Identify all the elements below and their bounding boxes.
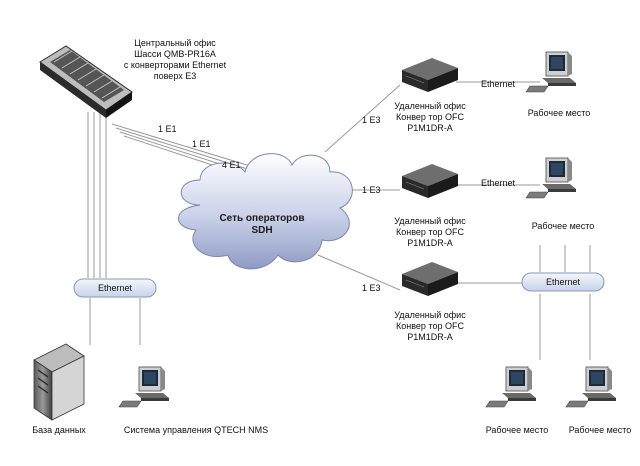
central-office-label: Центральный офис Шасси QMB-PR16A с конве… (124, 38, 227, 81)
ethernet-label-top: Ethernet (481, 79, 516, 89)
ethernet-label-mid: Ethernet (481, 178, 516, 188)
converter-mid (401, 163, 459, 199)
ethernet-bus-right-label: Ethernet (546, 277, 581, 287)
converter-bottom (401, 261, 459, 297)
link-label-e3-bottom: 1 E3 (362, 283, 381, 293)
central-office-chassis (39, 45, 133, 118)
database-label: База данных (32, 425, 86, 435)
svg-text:Конвер тор OFC: Конвер тор OFC (396, 227, 464, 237)
remote-office-label-mid: Удаленный офис Конвер тор OFC P1M1DR-A (394, 216, 466, 248)
workstation-bottom-left (485, 366, 537, 408)
workstation-mid-label: Рабочее место (532, 221, 595, 231)
link-label-e1-a: 1 E1 (158, 124, 177, 134)
remote-office-label-top: Удаленный офис Конвер тор OFC P1M1DR-A (394, 101, 466, 133)
cloud-label-2: SDH (251, 225, 272, 236)
converter-top (401, 57, 459, 93)
nms-label: Система управления QTECH NMS (124, 425, 268, 435)
workstation-top (525, 51, 577, 93)
database-server-icon (33, 343, 85, 421)
svg-text:Шасси QMB-PR16A: Шасси QMB-PR16A (134, 49, 216, 59)
svg-text:с конверторами Ethernet: с конверторами Ethernet (124, 60, 227, 70)
svg-text:P1M1DR-A: P1M1DR-A (407, 332, 453, 342)
link-label-e3-mid: 1 E3 (362, 185, 381, 195)
svg-text:Конвер тор OFC: Конвер тор OFC (396, 321, 464, 331)
workstation-bottom-right-label: Рабочее место (569, 425, 632, 435)
svg-text:Центральный офис: Центральный офис (134, 38, 216, 48)
cloud-label-1: Сеть операторов (219, 213, 304, 224)
sdh-cloud (178, 153, 353, 270)
ethernet-bus-left (73, 278, 157, 298)
svg-text:Удаленный офис: Удаленный офис (394, 101, 466, 111)
ethernet-bus-left-label: Ethernet (98, 283, 133, 293)
nms-workstation (118, 366, 170, 408)
svg-text:Удаленный офис: Удаленный офис (394, 216, 466, 226)
svg-text:P1M1DR-A: P1M1DR-A (407, 123, 453, 133)
ethernet-bus-right (521, 272, 605, 292)
link-label-e1-c: 4 E1 (222, 160, 241, 170)
link-label-e1-b: 1 E1 (192, 139, 211, 149)
svg-text:Конвер тор OFC: Конвер тор OFC (396, 112, 464, 122)
workstation-bottom-right (565, 366, 617, 408)
workstation-top-label: Рабочее место (528, 108, 591, 118)
workstation-mid (525, 157, 577, 199)
workstation-bottom-left-label: Рабочее место (486, 425, 549, 435)
svg-text:P1M1DR-A: P1M1DR-A (407, 238, 453, 248)
svg-text:поверх E3: поверх E3 (154, 71, 196, 81)
link-label-e3-top: 1 E3 (362, 115, 381, 125)
svg-text:Удаленный офис: Удаленный офис (394, 310, 466, 320)
remote-office-label-bottom: Удаленный офис Конвер тор OFC P1M1DR-A (394, 310, 466, 342)
